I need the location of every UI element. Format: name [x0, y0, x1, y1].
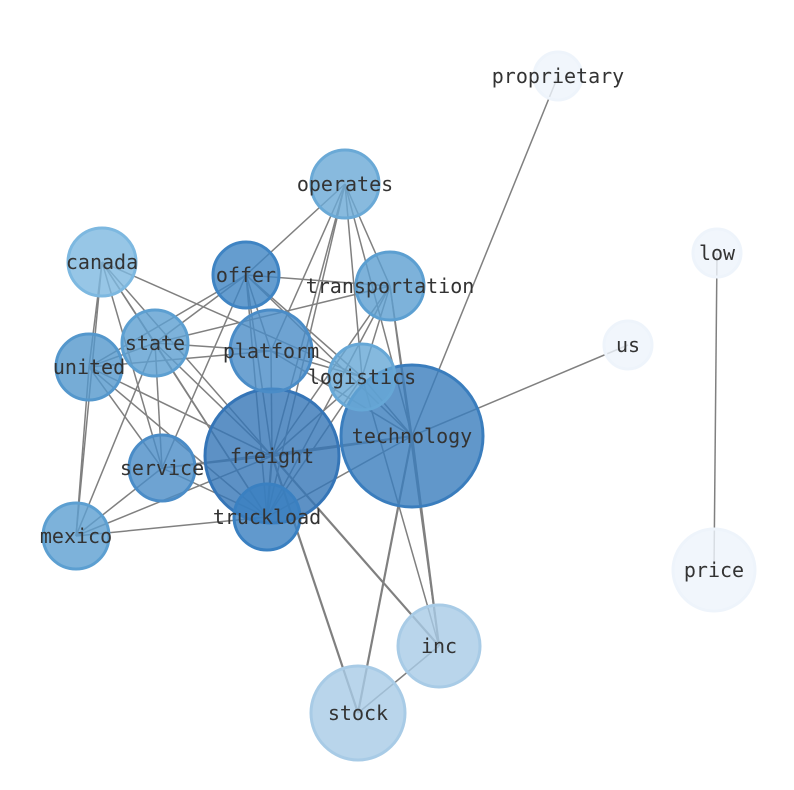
- node-layer: proprietary operates canada low offer transpo…: [40, 50, 757, 762]
- node-canada: [66, 226, 138, 298]
- node-mexico: [41, 501, 111, 571]
- node-us: [602, 319, 654, 371]
- node-operates: [309, 148, 381, 220]
- edge-offer-service: [161, 274, 247, 469]
- node-offer: [211, 240, 281, 310]
- node-label-proprietary: proprietary: [492, 64, 624, 88]
- node-label-truckload: truckload: [213, 505, 321, 529]
- node-label-united: united: [53, 355, 125, 379]
- node-label-state: state: [125, 331, 185, 355]
- node-inc: [396, 603, 482, 689]
- edge-state-mexico: [75, 342, 156, 537]
- node-label-operates: operates: [297, 172, 393, 196]
- node-label-price: price: [684, 558, 744, 582]
- node-transportation: [354, 250, 426, 322]
- node-label-inc: inc: [421, 634, 457, 658]
- node-service: [127, 433, 197, 503]
- node-label-offer: offer: [216, 263, 276, 287]
- node-proprietary: [532, 50, 584, 102]
- node-label-transportation: transportation: [306, 274, 475, 298]
- node-price: [671, 527, 757, 613]
- node-truckload: [232, 482, 302, 552]
- node-label-low: low: [699, 241, 736, 265]
- node-united: [54, 332, 124, 402]
- node-label-us: us: [616, 333, 640, 357]
- node-label-service: service: [120, 456, 204, 480]
- node-stock: [309, 664, 407, 762]
- edge-canada-logistics: [101, 261, 363, 378]
- node-label-platform: platform: [223, 339, 319, 363]
- node-label-technology: technology: [352, 424, 472, 448]
- node-low: [691, 227, 743, 279]
- node-state: [120, 308, 190, 378]
- node-label-mexico: mexico: [40, 524, 112, 548]
- node-label-stock: stock: [328, 701, 388, 725]
- node-label-canada: canada: [66, 250, 138, 274]
- node-platform: [228, 308, 314, 394]
- node-logistics: [327, 342, 397, 412]
- node-label-freight: freight: [230, 444, 314, 468]
- edge-low-price: [713, 252, 718, 571]
- node-label-logistics: logistics: [308, 365, 416, 389]
